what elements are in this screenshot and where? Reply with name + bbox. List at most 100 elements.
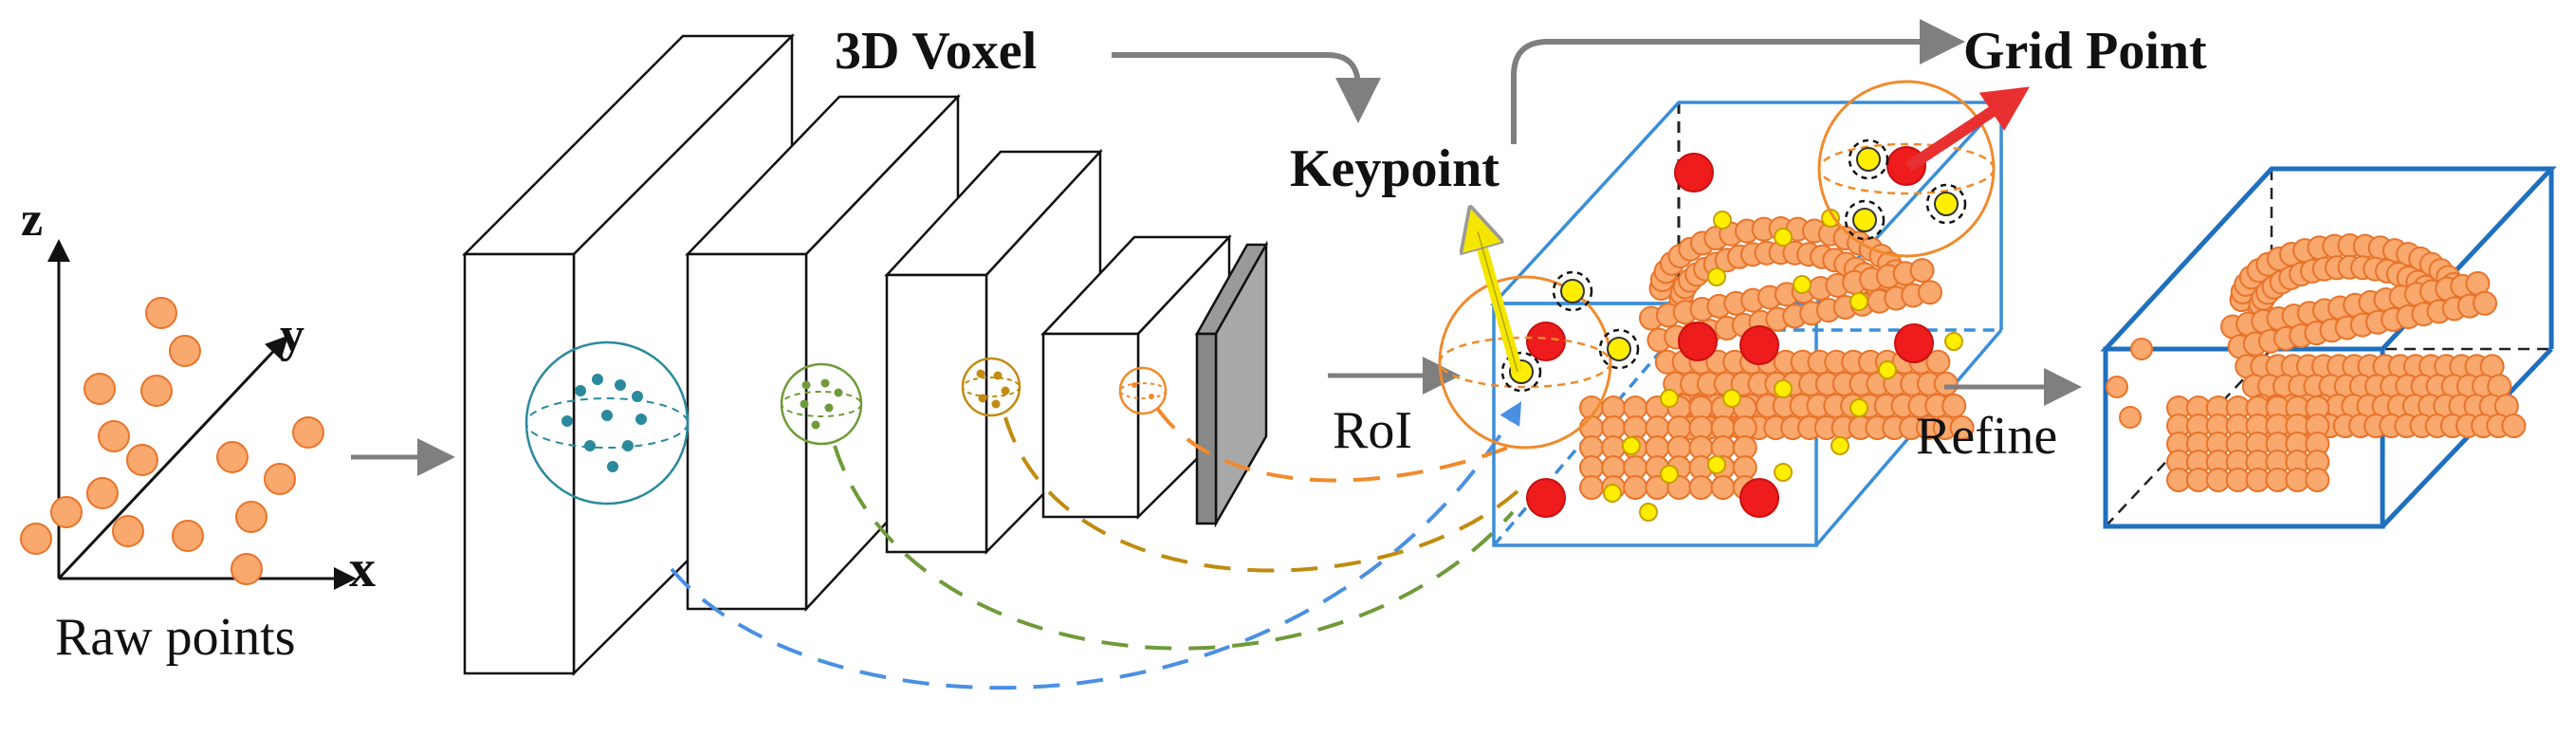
sphere-dot: [820, 378, 830, 388]
keypoint: [1639, 503, 1658, 522]
voxel-backbone: [461, 32, 1269, 676]
keypoint: [1774, 379, 1793, 398]
keypoint: [1774, 463, 1793, 482]
keypoint-label: Keypoint: [1290, 139, 1500, 198]
keypoint-sphere: [1438, 270, 1640, 450]
z-axis-label: z: [21, 193, 43, 247]
feature-links: [670, 401, 1522, 690]
raw-point: [112, 515, 144, 547]
sphere-dot: [991, 399, 1001, 409]
keypoint: [1622, 436, 1641, 455]
raw-point: [216, 441, 248, 473]
sphere-dot: [632, 391, 643, 402]
raw-point: [235, 501, 267, 533]
cloud-point: [1909, 258, 1935, 284]
raw-point-cloud: [20, 297, 324, 585]
sphere-dot: [976, 369, 985, 378]
grid-point-sphere: [1817, 80, 1996, 258]
keypoint: [1831, 436, 1849, 455]
feature-sphere-3: [961, 357, 1021, 417]
roi-keypoints: [1603, 209, 1963, 522]
keypoint: [1707, 455, 1726, 474]
feature-sphere-1: [524, 340, 690, 506]
sphere-dot: [601, 410, 613, 421]
sphere-dot: [800, 399, 809, 409]
cloud-point: [1710, 475, 1736, 500]
sphere-dot: [824, 403, 834, 413]
cloud-point: [1918, 280, 1942, 305]
keypoint: [1944, 332, 1963, 351]
keypoint: [1660, 465, 1679, 484]
y-axis-line: [57, 335, 289, 580]
raw-point: [264, 463, 296, 495]
sphere-dot: [801, 380, 811, 390]
sphere-dot: [584, 440, 596, 451]
raw-points-label: Raw points: [55, 608, 296, 667]
keypoint: [1849, 398, 1868, 417]
keypoint: [1774, 228, 1793, 247]
grid-point-feature-arrow: [1904, 86, 2031, 173]
sphere-dot: [993, 371, 1003, 380]
feature-sphere-2: [780, 362, 863, 446]
sphere-dot: [575, 385, 586, 396]
cloud-point: [1925, 349, 1951, 375]
sphere-dot: [622, 440, 634, 451]
y-axis-label: y: [280, 308, 304, 362]
raw-point: [172, 520, 204, 552]
feature-sphere-4: [1118, 366, 1168, 415]
cloud-point: [2119, 406, 2142, 429]
keypoint: [1849, 292, 1868, 311]
raw-point: [145, 297, 177, 329]
x-axis-label: x: [349, 540, 376, 598]
raw-point: [169, 335, 201, 367]
sphere-dot: [561, 415, 573, 427]
link-blue: [670, 401, 1522, 690]
cloud-point: [1579, 475, 1604, 500]
raw-point: [230, 553, 263, 585]
cloud-point: [1933, 371, 1959, 396]
sphere-dot: [811, 420, 820, 430]
sphere-dot: [978, 394, 987, 403]
roi-label: RoI: [1333, 401, 1412, 460]
keypoint: [1713, 211, 1732, 230]
voxel-label: 3D Voxel: [835, 22, 1037, 81]
cloud-point: [1949, 415, 1975, 440]
keypoint-feature-arrow-outline: [1477, 230, 1518, 373]
cloud-point: [1941, 393, 1967, 418]
raw-points-panel: z y x Raw points: [20, 193, 376, 667]
raw-point: [292, 416, 324, 449]
sphere-dot: [615, 379, 626, 391]
cloud-point: [1688, 475, 1714, 500]
keypoint: [1603, 484, 1622, 503]
sphere-dot: [635, 414, 647, 425]
sphere-dot: [834, 388, 843, 397]
raw-point: [86, 477, 119, 509]
link-green: [833, 445, 1515, 651]
cloud-point: [2106, 376, 2128, 398]
cloud-point: [2501, 414, 2527, 438]
cloud-point: [2473, 290, 2497, 316]
sphere-dot: [1001, 386, 1010, 395]
raw-point: [20, 523, 52, 555]
raw-point: [83, 373, 116, 405]
keypoint: [1660, 389, 1679, 408]
keypoint: [1793, 275, 1812, 294]
keypoint: [1878, 360, 1897, 379]
grid-point-label: Grid Point: [1963, 22, 2207, 81]
cloud-point: [2305, 468, 2330, 492]
conv-block-1: [461, 32, 796, 676]
keypoint: [1707, 267, 1726, 286]
cloud-point: [1623, 475, 1648, 500]
sphere-dot: [607, 461, 618, 472]
link-orange: [1155, 406, 1518, 483]
refine-label: Refine: [1916, 407, 2057, 466]
raw-point: [50, 496, 83, 528]
refined-point-cloud: [2106, 233, 2527, 492]
cloud-point: [2130, 338, 2153, 360]
keypoint: [1722, 389, 1741, 408]
sphere-dot: [592, 374, 603, 385]
raw-point: [140, 375, 173, 407]
conv-block-2: [685, 93, 961, 613]
grid-points: [1526, 146, 1934, 518]
